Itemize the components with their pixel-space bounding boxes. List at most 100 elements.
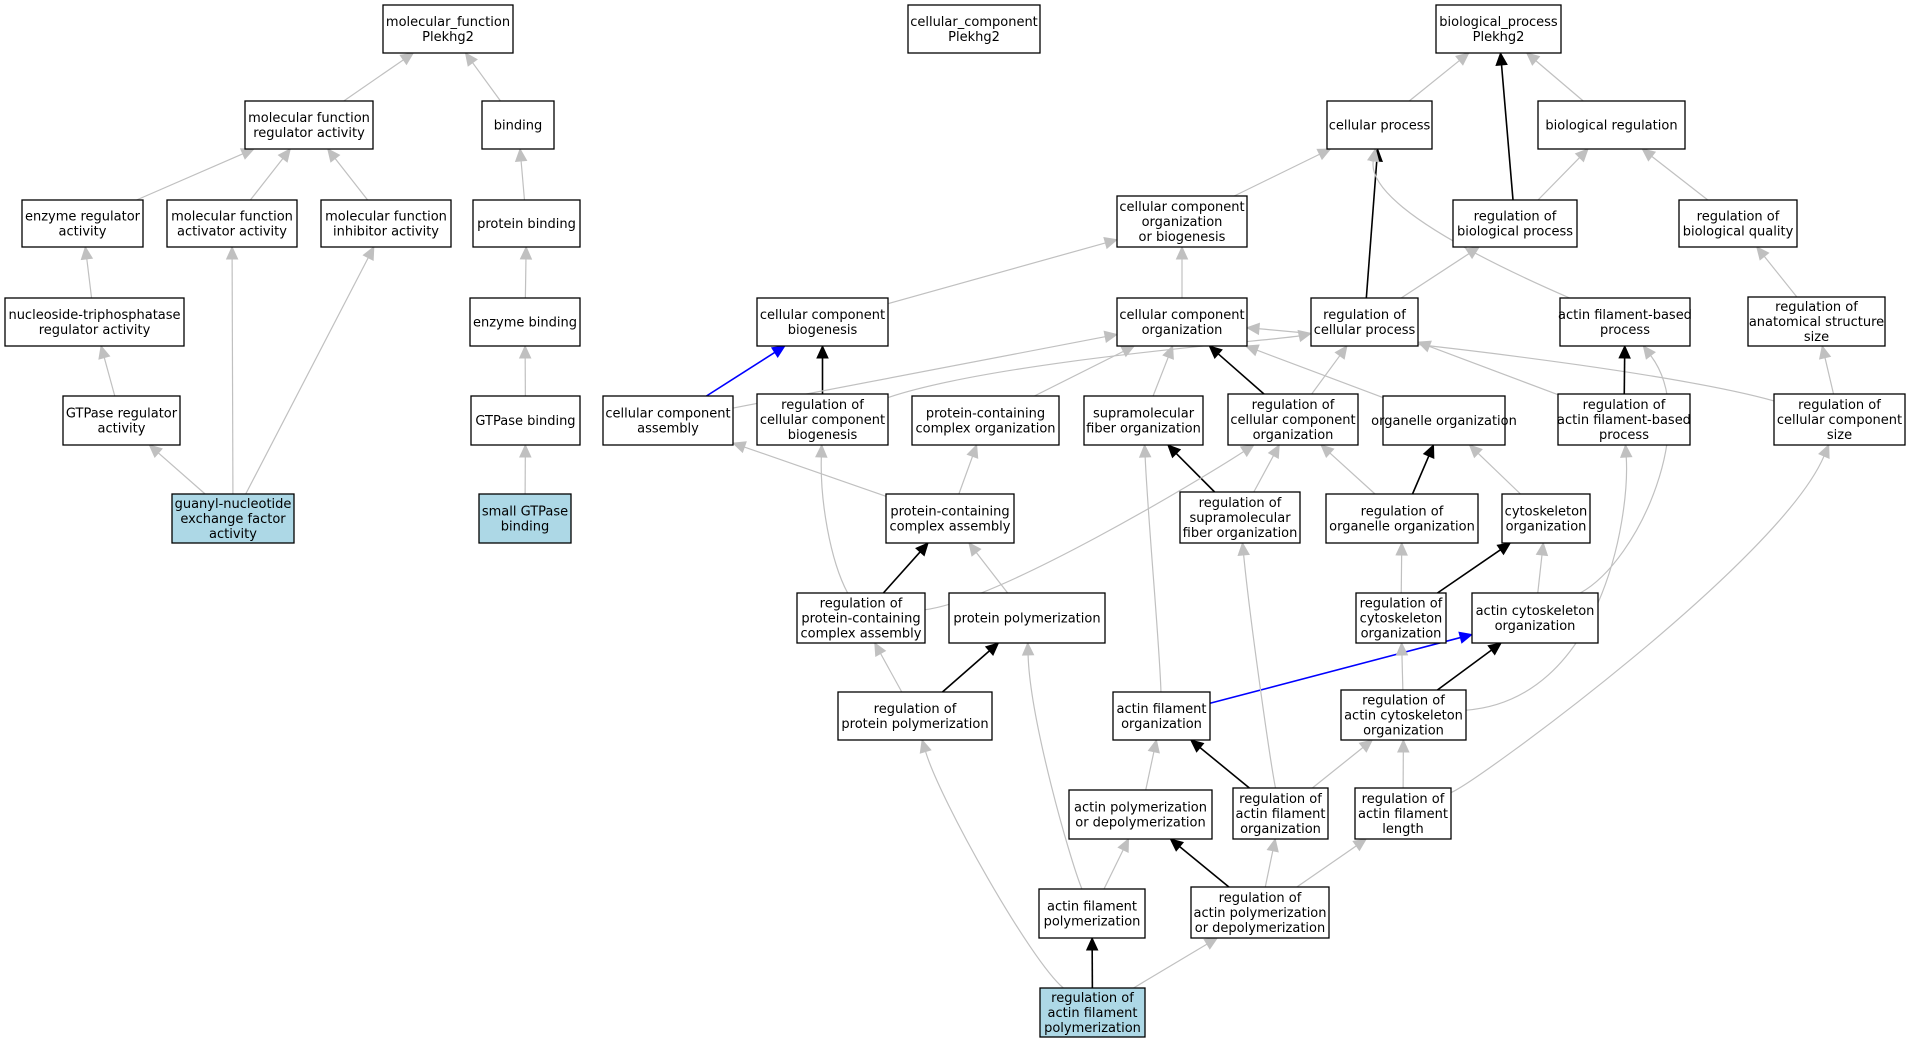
go-term-node-gtpase-bind[interactable]: GTPase binding xyxy=(470,395,581,446)
edge-arrowhead xyxy=(1085,936,1099,951)
edge-reg-oo-to-reg-cc-org xyxy=(1320,444,1376,495)
go-term-node-binding[interactable]: binding xyxy=(481,100,555,150)
node-label-line: regulation of xyxy=(1362,792,1445,807)
edge-arrowhead xyxy=(1103,330,1119,343)
edge-reg-pcca-to-reg-cc-biog xyxy=(815,443,849,594)
edge-af-org-to-acyto-org xyxy=(1209,631,1474,705)
node-label-line: regulation of xyxy=(1697,210,1780,225)
go-term-node-prot-bind[interactable]: protein binding xyxy=(472,199,581,248)
edge-pcc-org-to-cc-org xyxy=(1034,345,1136,397)
edge-arrowhead xyxy=(399,52,415,66)
edge-line xyxy=(231,258,234,495)
edge-arrowhead xyxy=(915,542,929,557)
node-box xyxy=(1354,787,1452,840)
edge-line xyxy=(1145,751,1155,791)
edge-prot-poly-to-pcc-ass xyxy=(968,542,1009,594)
edge-reg-afo-to-reg-aco xyxy=(1311,739,1374,789)
node-box xyxy=(796,592,926,644)
edge-line xyxy=(136,153,244,201)
go-term-node-bio-reg[interactable]: biological regulation xyxy=(1537,100,1686,150)
edge-line xyxy=(1651,155,1709,201)
node-box xyxy=(171,493,295,544)
go-term-node-cell-proc[interactable]: cellular process xyxy=(1326,100,1433,150)
go-term-node-enz-bind[interactable]: enzyme binding xyxy=(469,297,581,347)
node-box xyxy=(1116,195,1248,248)
node-label-line: polymerization xyxy=(1044,1021,1141,1036)
edge-reg-aco-to-reg-afbp xyxy=(1465,443,1633,711)
edge-arrowhead xyxy=(1244,344,1260,357)
edge-arrowhead xyxy=(770,345,786,359)
edge-arrowhead xyxy=(1458,631,1474,644)
edge-arrowhead xyxy=(1619,443,1633,458)
node-box xyxy=(885,493,1015,544)
node-label-line: activator activity xyxy=(177,225,287,240)
node-label-line: assembly xyxy=(637,422,699,437)
edge-arrowhead xyxy=(1641,148,1657,162)
node-box xyxy=(21,199,144,248)
node-label-line: regulator activity xyxy=(253,126,365,141)
node-label-line: size xyxy=(1827,428,1852,443)
node-box xyxy=(1326,100,1433,150)
edge-reg-aco-to-acyto-org xyxy=(1436,642,1503,691)
edge-arrowhead xyxy=(1189,739,1205,753)
go-term-node-prot-poly[interactable]: protein polymerization xyxy=(948,592,1106,644)
node-label-line: regulation of xyxy=(820,597,903,612)
node-label-line: molecular function xyxy=(248,111,370,126)
node-box xyxy=(1537,100,1686,150)
edge-layer xyxy=(80,51,1835,989)
node-label-line: molecular function xyxy=(171,210,293,225)
node-label-line: biogenesis xyxy=(788,323,858,338)
edge-arrowhead xyxy=(98,344,111,360)
edge-arrowhead xyxy=(1397,738,1410,753)
edge-arrowhead xyxy=(1245,322,1261,336)
node-label-line: organization xyxy=(1363,724,1444,739)
edge-line xyxy=(1537,554,1543,594)
node-label-line: actin filament-based xyxy=(1558,308,1692,323)
edge-arrowhead xyxy=(1422,443,1435,459)
go-term-node-org-org[interactable]: organelle organization xyxy=(1371,395,1517,446)
node-box xyxy=(1678,199,1798,248)
